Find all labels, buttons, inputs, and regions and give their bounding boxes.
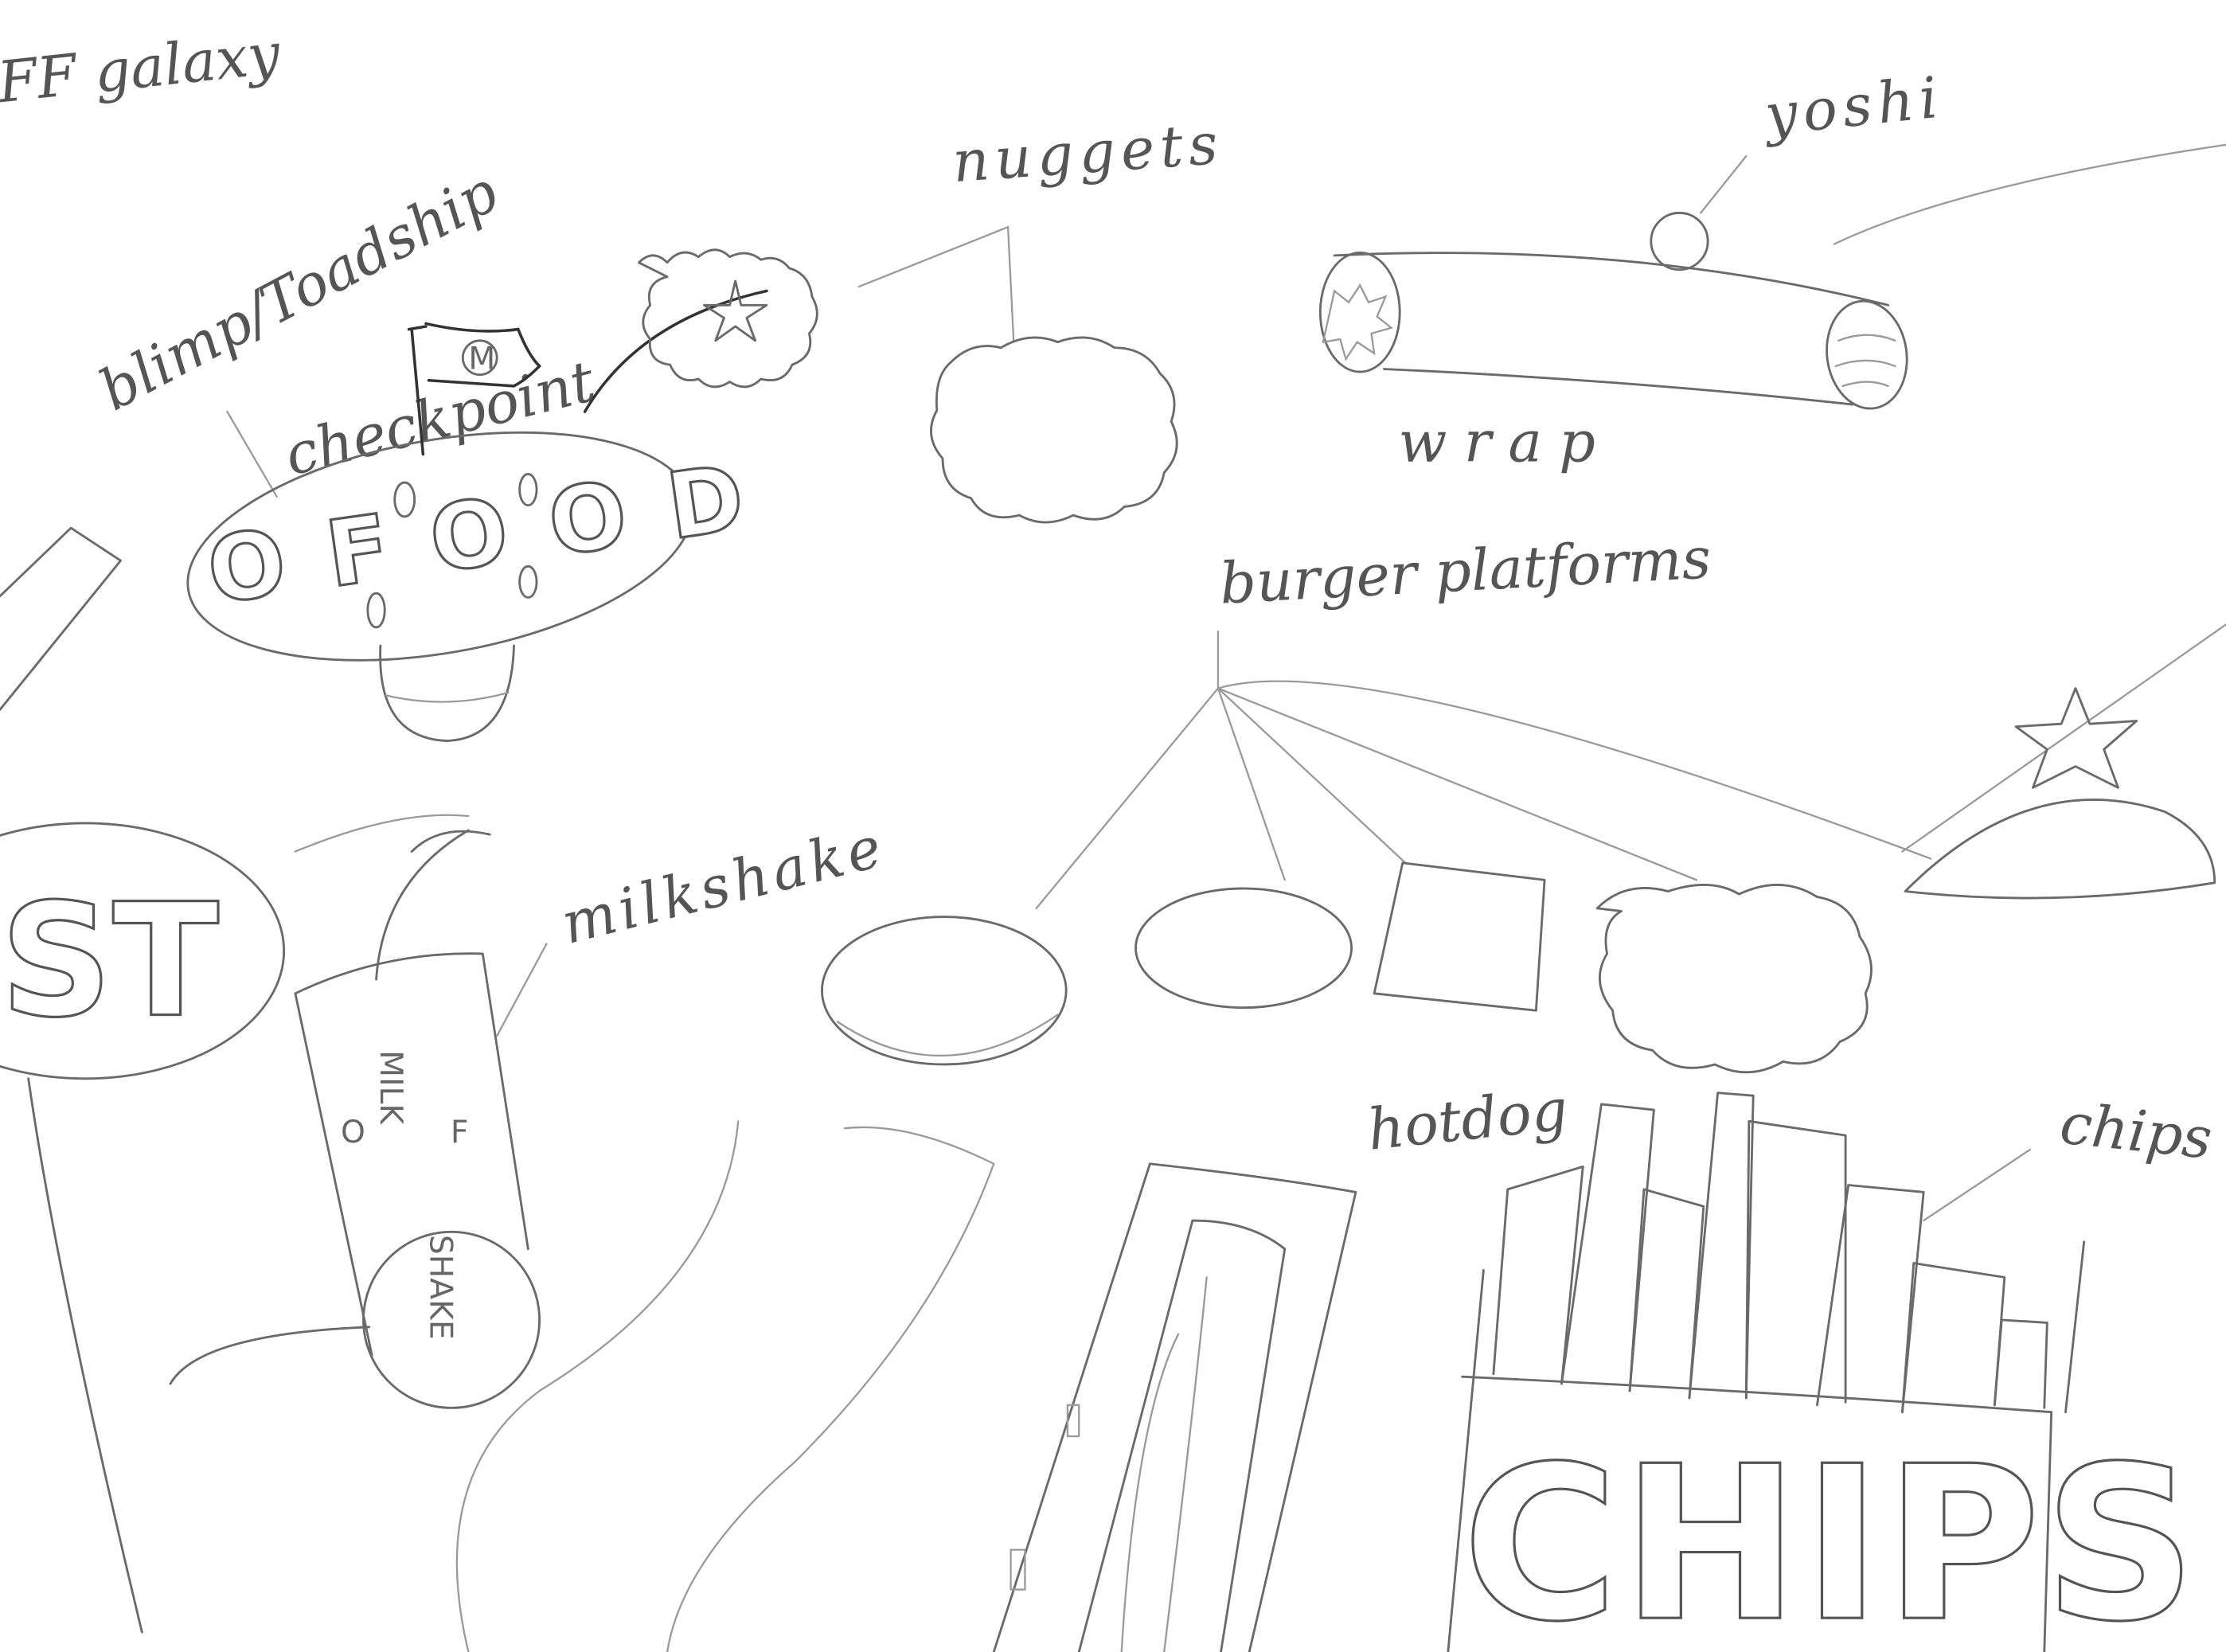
burger-platforms-connector-lines bbox=[1035, 623, 2226, 910]
hotdog-label: hotdog bbox=[1365, 1076, 1571, 1163]
nuggets-pointer-line bbox=[857, 225, 1015, 342]
pepperoni-platform bbox=[1134, 887, 1353, 1010]
blimp-pointer-line bbox=[226, 410, 278, 498]
burger-bun-platform bbox=[821, 916, 1068, 1066]
hotdog-drawing bbox=[992, 1162, 1357, 1652]
flag-logo-lettering: M bbox=[468, 341, 495, 377]
fast-sign-lettering: ST bbox=[0, 871, 219, 1053]
milkshake-pointer-line bbox=[495, 943, 548, 1037]
yoshi-drawing bbox=[1650, 211, 1709, 271]
milkshake-label: milkshake bbox=[555, 813, 892, 957]
cup-lettering-of: OF bbox=[341, 1115, 553, 1150]
star-trail-line bbox=[583, 289, 768, 413]
fast-sign-oval bbox=[0, 822, 285, 1080]
dome-star-icon bbox=[2014, 687, 2138, 789]
road-curve-line bbox=[455, 1120, 740, 1652]
yoshi-pointer-line bbox=[1700, 154, 1748, 214]
top-curve-line bbox=[294, 814, 470, 853]
burger-platforms-label: burger platforms bbox=[1218, 525, 1712, 616]
nugget-platform-drawing bbox=[930, 336, 1178, 524]
cheese-square-platform bbox=[1373, 861, 1546, 1012]
nuggets-label: nuggets bbox=[951, 111, 1225, 196]
star-icon bbox=[703, 279, 768, 342]
left-stick-drawing bbox=[0, 526, 122, 711]
cup-lettering-milk: MILK bbox=[373, 1050, 408, 1125]
lettuce-platform bbox=[1595, 884, 1873, 1074]
cup-lettering-shake: SHAKE bbox=[422, 1235, 458, 1340]
checkpoint-flag-drawing: M bbox=[407, 322, 542, 456]
milkshake-drawing: MILK OF SHAKE bbox=[294, 829, 553, 1409]
top-right-line bbox=[1833, 143, 2226, 245]
chips-pointer-line bbox=[1923, 1148, 2032, 1222]
blimp-drawing: OFOOD bbox=[186, 431, 794, 742]
chips-box-drawing: CHIPS bbox=[1447, 1092, 2200, 1652]
star-dome-platform bbox=[1904, 799, 2216, 900]
title-label: FF galaxy bbox=[0, 20, 284, 115]
wrap-drawing bbox=[1318, 251, 1908, 410]
yoshi-label: yoshi bbox=[1759, 64, 1947, 148]
road-curve-line bbox=[666, 1126, 995, 1652]
fast-sign-post bbox=[27, 1077, 371, 1634]
wrap-label: wrap bbox=[1398, 408, 1612, 475]
chips-box-lettering: CHIPS bbox=[1463, 1421, 2200, 1652]
chips-label: chips bbox=[2057, 1090, 2216, 1171]
nugget-drawing bbox=[637, 248, 818, 389]
